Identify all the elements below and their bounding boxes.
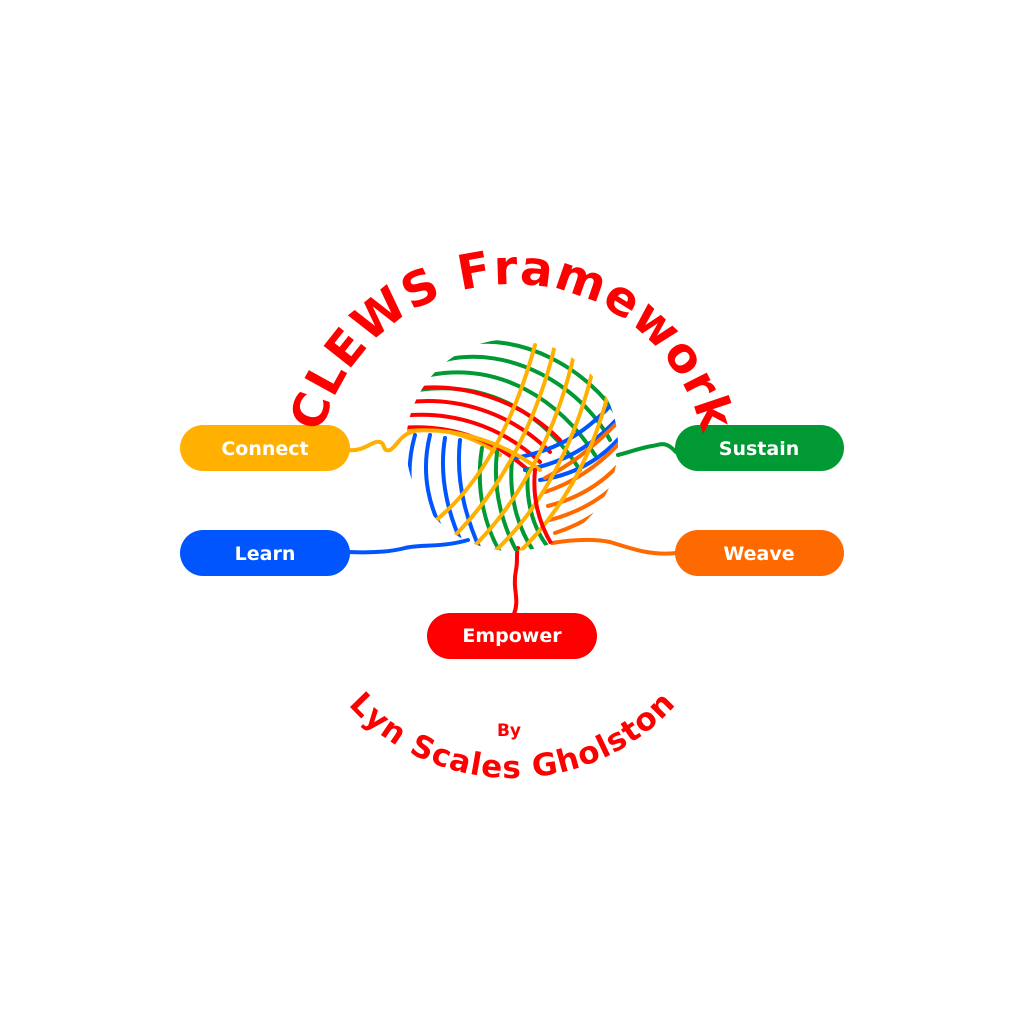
pill-label: Connect <box>221 438 308 460</box>
pill-label: Weave <box>723 543 794 565</box>
pill-empower: Empower <box>427 613 597 659</box>
yarn-ball-icon <box>406 339 618 551</box>
pill-label: Sustain <box>719 438 799 460</box>
pill-connect: Connect <box>180 425 350 471</box>
author-letter: G <box>529 746 560 786</box>
pill-label: Empower <box>462 625 562 647</box>
pill-weave: Weave <box>675 530 844 576</box>
pill-sustain: Sustain <box>675 425 844 471</box>
title-letter: a <box>517 240 556 299</box>
byline: By <box>497 721 521 741</box>
pill-learn: Learn <box>180 530 350 576</box>
author-letter: e <box>480 748 504 786</box>
author-letter: s <box>502 750 521 786</box>
title-letter: r <box>493 240 519 297</box>
pill-label: Learn <box>235 543 296 565</box>
title-letter: F <box>453 241 495 302</box>
